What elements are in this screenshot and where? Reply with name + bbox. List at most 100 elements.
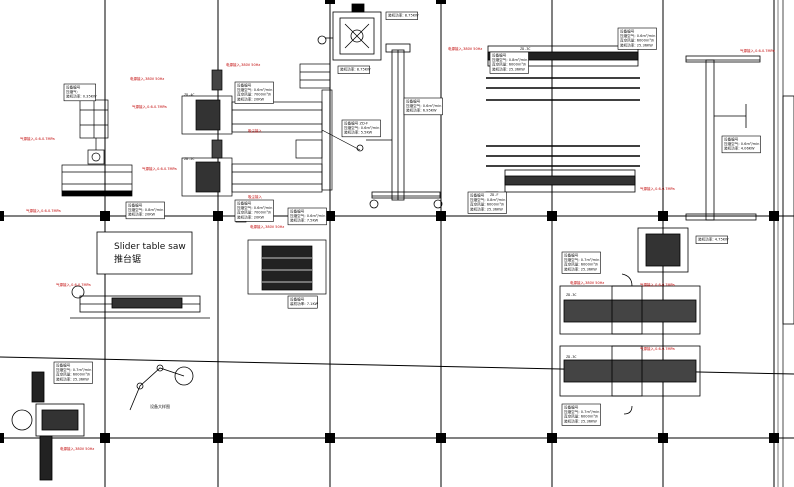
callout-line: 设备编号 bbox=[564, 253, 579, 258]
callout-frame bbox=[561, 251, 601, 274]
callout-line: 真空风量: 6000m³/h bbox=[492, 62, 526, 67]
tag-5: ZD-3C bbox=[566, 293, 577, 297]
callout-line: 设备编号 bbox=[724, 137, 739, 142]
tag-4: ZD-F bbox=[490, 193, 498, 197]
callout-line: 压缩空气: 0.6m³/min bbox=[237, 205, 272, 210]
callout-frame bbox=[287, 295, 318, 309]
callout-line: 设备编号 ZD-F bbox=[344, 121, 368, 126]
callout-line: 压缩空气: 0.7m³/min bbox=[564, 409, 599, 414]
callout-line: 设备编号 bbox=[406, 99, 421, 104]
note-air-8: 气源接入,0.6-0.7MPa bbox=[640, 186, 675, 191]
callout-frame bbox=[403, 97, 443, 116]
callout-line: 压缩空气: 0.6m³/min bbox=[237, 87, 272, 92]
callout-c5: 装机功率: 8.75KW bbox=[337, 65, 371, 74]
callout-line: 设备编号 bbox=[290, 297, 305, 302]
callout-line: 装机功率: 25.36KW bbox=[564, 266, 597, 271]
tag-layer: ZD-4C ZD-2C ZD-3C ZD-F ZD-3C ZD-3C bbox=[184, 47, 577, 359]
tag-6: ZD-3C bbox=[566, 355, 577, 359]
note-power-3: 电源接入,380V 50Hz bbox=[448, 46, 482, 51]
notes-layer: 气源接入,0.6-0.7MPa 气源接入,0.6-0.7MPa 气源接入,0.6… bbox=[20, 46, 775, 451]
callout-frame bbox=[489, 51, 529, 74]
machine-b bbox=[181, 63, 361, 223]
callout-line: 压缩空气: 0.8m³/min bbox=[128, 207, 163, 212]
machine-i bbox=[559, 227, 701, 415]
callout-line: 真空风量: 6000m³/h bbox=[56, 372, 90, 377]
callout-line: 压缩空气: 0.6m³/min bbox=[620, 33, 655, 38]
callout-line: 装机功率: 7.1KW bbox=[290, 301, 319, 306]
callout-line: 设备编号 bbox=[56, 363, 71, 368]
callout-line: 装机功率: 20KW bbox=[237, 214, 265, 219]
note-vac-1: 吸尘接入 bbox=[248, 128, 262, 133]
callout-frame bbox=[561, 403, 601, 426]
callout-line: 压缩空气: 0.6m³/min bbox=[344, 125, 379, 130]
callout-frame bbox=[385, 11, 418, 20]
callout-line: 装机功率: 25.36KW bbox=[470, 206, 503, 211]
callout-line: 压缩空气: 0.8m³/min bbox=[470, 197, 505, 202]
title-box: Slider table saw 推台锯 bbox=[96, 231, 193, 275]
right-wall bbox=[782, 95, 794, 325]
note-air-5: 气源接入,0.6-0.7MPa bbox=[56, 282, 91, 287]
callout-frame bbox=[695, 235, 728, 244]
callout-line: 装机功率: 20KW bbox=[128, 212, 156, 217]
callout-line: 设备编号 bbox=[66, 85, 81, 90]
tag-1: ZD-4C bbox=[184, 93, 195, 97]
note-air-6: 气源接入,0.6-0.7MPa bbox=[640, 282, 675, 287]
callout-line: 真空风量: 6000m³/h bbox=[470, 202, 504, 207]
callout-line: 装机功率: 5.5KW bbox=[344, 130, 373, 135]
callout-line: 设备编号 bbox=[128, 203, 143, 208]
machine-k bbox=[129, 364, 194, 411]
tag-2: ZD-2C bbox=[184, 157, 195, 161]
callout-c4: 装机功率: 8.75KW bbox=[385, 11, 419, 20]
callout-line: 设备编号 bbox=[620, 29, 635, 34]
note-power-5: 电源接入,380V 50Hz bbox=[570, 280, 604, 285]
note-air-1: 气源接入,0.6-0.7MPa bbox=[20, 136, 55, 141]
callout-frame bbox=[287, 207, 327, 226]
callout-line: 装机功率: 7.5KW bbox=[290, 218, 319, 223]
callout-line: 压缩空气: 0.6m³/min bbox=[724, 141, 759, 146]
column-markers bbox=[0, 0, 779, 443]
callout-frame bbox=[341, 119, 381, 138]
machine-h bbox=[247, 239, 327, 295]
callout-line: 真空风量: 7000m³/h bbox=[237, 92, 271, 97]
note-power-6: 电源接入,380V 50Hz bbox=[60, 446, 94, 451]
callout-line: 装机功率: 6.95KW bbox=[406, 108, 437, 113]
callout-line: 设备编号 bbox=[564, 405, 579, 410]
machine-a bbox=[61, 99, 133, 197]
callout-frame bbox=[234, 81, 274, 104]
tag-3: ZD-3C bbox=[520, 47, 531, 51]
machine-j bbox=[11, 371, 85, 481]
title-zh: 推台锯 bbox=[114, 253, 141, 265]
callout-line: 装机功率: 4.06KW bbox=[724, 146, 755, 151]
note-air-7: 气源接入,0.6-0.7MPa bbox=[640, 346, 675, 351]
note-air-3: 气源接入,0.6-0.7MPa bbox=[132, 104, 167, 109]
callout-line: 装机功率: 8.75KW bbox=[388, 13, 419, 18]
note-power-4: 电源接入,380V 50Hz bbox=[250, 224, 284, 229]
callout-frame bbox=[53, 361, 93, 384]
callout-frame bbox=[467, 191, 507, 214]
note-air-4: 气源接入,0.6-0.7MPa bbox=[142, 166, 177, 171]
callout-line: 压缩空气: 0.7m³/min bbox=[56, 367, 91, 372]
note-power-2: 电源接入,380V 50Hz bbox=[226, 62, 260, 67]
callout-line: 真空风量: 6000m³/h bbox=[620, 38, 654, 43]
callout-frame bbox=[337, 65, 370, 74]
machine-c bbox=[317, 3, 382, 61]
machine-d bbox=[356, 43, 443, 209]
callout-frame bbox=[125, 201, 165, 220]
callout-line: 装机功率: 4.75KW bbox=[698, 237, 729, 242]
note-air-9: 气源接入,0.6-0.7MPa bbox=[740, 48, 775, 53]
callout-line: 装机功率: 8.75KW bbox=[340, 67, 371, 72]
callout-frame bbox=[63, 83, 96, 102]
